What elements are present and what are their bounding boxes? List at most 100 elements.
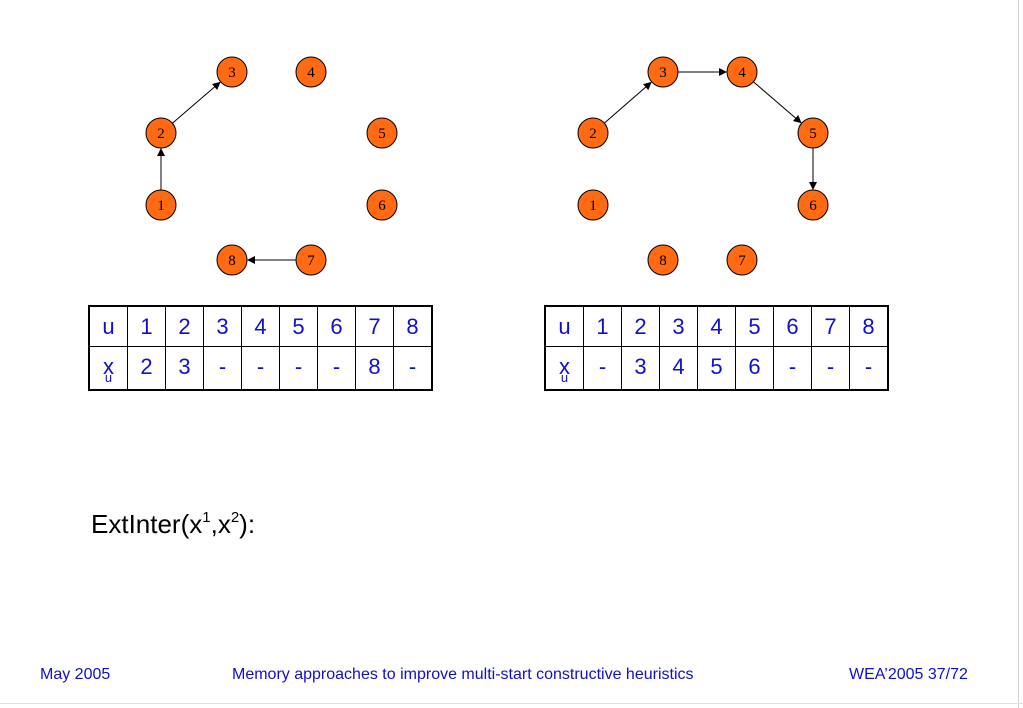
formula-suffix: ):: [239, 509, 256, 539]
value-cell-4: 5: [697, 346, 736, 390]
graph-right: 1 2 3 4 5 6 7 8: [577, 56, 829, 276]
footer-date: May 2005: [40, 666, 111, 683]
node-label: 6: [378, 198, 386, 214]
node-circle: [577, 189, 609, 221]
node-label: 3: [228, 65, 236, 81]
node-2: 2: [145, 117, 177, 149]
node-label: 4: [307, 65, 315, 81]
header-cell-2: 2: [165, 305, 204, 347]
node-circle: [366, 117, 398, 149]
node-label: 7: [307, 253, 315, 269]
value-cell-6: -: [317, 346, 356, 390]
value-cell-5: -: [279, 346, 318, 390]
node-label: 4: [738, 65, 746, 81]
node-label: 5: [378, 126, 386, 142]
value-cell-5: 6: [735, 346, 774, 390]
node-2: 2: [577, 117, 609, 149]
slide-right-border: [1018, 0, 1019, 708]
node-5: 5: [797, 117, 829, 149]
header-cell-6: 6: [317, 305, 356, 347]
slide-bottom-border: [0, 703, 1023, 704]
node-1: 1: [145, 189, 177, 221]
header-cell-8: 8: [849, 305, 889, 347]
node-label: 5: [809, 126, 817, 142]
graph-left: 1 2 3 4 5 6 7 8: [145, 56, 398, 276]
row-label-x-subscript: u: [104, 370, 113, 385]
node-label: 2: [157, 126, 165, 142]
row-label-x-text: x: [559, 354, 570, 379]
value-cell-8: -: [393, 346, 433, 390]
header-cell-1: 1: [583, 305, 622, 347]
formula-sup-2: 2: [230, 509, 240, 526]
header-cell-5: 5: [735, 305, 774, 347]
value-cell-1: -: [583, 346, 622, 390]
header-cell-4: 4: [241, 305, 280, 347]
node-4: 4: [726, 56, 758, 88]
formula-prefix: ExtInter(x: [91, 509, 203, 539]
value-cell-7: 8: [355, 346, 394, 390]
node-label: 1: [157, 198, 165, 214]
node-circle: [295, 244, 327, 276]
header-cell-4: 4: [697, 305, 736, 347]
node-circle: [145, 189, 177, 221]
value-cell-8: -: [849, 346, 889, 390]
value-cell-3: -: [203, 346, 242, 390]
node-label: 7: [738, 253, 746, 269]
node-8: 8: [647, 244, 679, 276]
header-cell-7: 7: [355, 305, 394, 347]
node-label: 8: [228, 253, 236, 269]
node-7: 7: [295, 244, 327, 276]
node-circle: [647, 56, 679, 88]
node-circle: [726, 56, 758, 88]
footer-page: WEA’2005 37/72: [849, 666, 968, 683]
header-cell-3: 3: [659, 305, 698, 347]
node-3: 3: [216, 56, 248, 88]
node-circle: [797, 189, 829, 221]
node-label: 8: [659, 253, 667, 269]
formula-sup-1: 1: [202, 509, 211, 526]
header-cell-3: 3: [203, 305, 242, 347]
row-label-u: u: [544, 305, 584, 347]
header-cell-5: 5: [279, 305, 318, 347]
edge-2-3: [172, 81, 221, 124]
extinter-formula: ExtInter(x1,x2):: [91, 509, 255, 540]
edge-2-3: [603, 81, 652, 124]
node-circle: [577, 117, 609, 149]
value-cell-1: 2: [127, 346, 166, 390]
node-1: 1: [577, 189, 609, 221]
node-label: 3: [659, 65, 667, 81]
value-cell-3: 4: [659, 346, 698, 390]
header-cell-1: 1: [127, 305, 166, 347]
formula-mid: ,x: [210, 509, 231, 539]
node-3: 3: [647, 56, 679, 88]
node-label: 2: [589, 126, 597, 142]
node-circle: [216, 244, 248, 276]
value-cell-7: -: [811, 346, 850, 390]
value-cell-2: 3: [621, 346, 660, 390]
node-circle: [145, 117, 177, 149]
row-label-x-subscript: u: [560, 370, 569, 385]
header-cell-2: 2: [621, 305, 660, 347]
node-circle: [216, 56, 248, 88]
node-4: 4: [295, 56, 327, 88]
node-8: 8: [216, 244, 248, 276]
header-cell-7: 7: [811, 305, 850, 347]
row-label-u: u: [88, 305, 128, 347]
node-6: 6: [797, 189, 829, 221]
node-circle: [647, 244, 679, 276]
node-6: 6: [366, 189, 398, 221]
header-cell-8: 8: [393, 305, 433, 347]
node-circle: [726, 244, 758, 276]
node-circle: [295, 56, 327, 88]
value-cell-2: 3: [165, 346, 204, 390]
node-5: 5: [366, 117, 398, 149]
